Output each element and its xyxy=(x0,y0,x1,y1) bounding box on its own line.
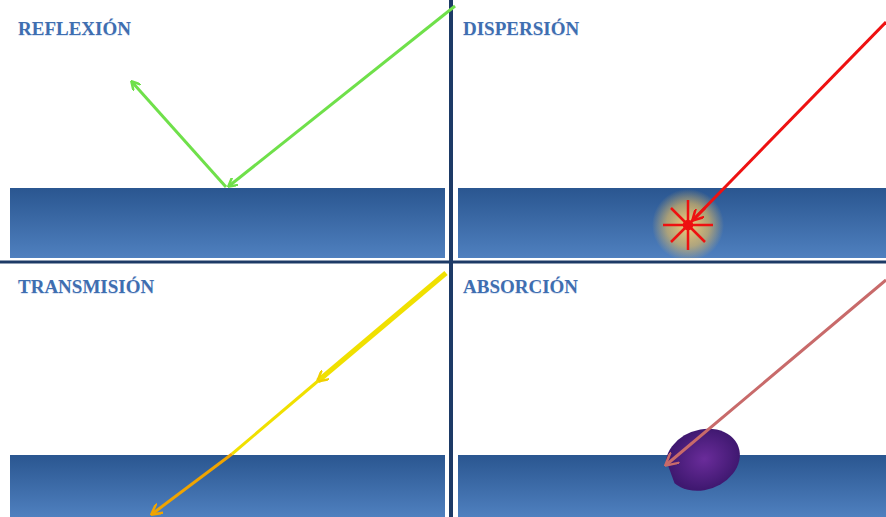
transmitted-ray xyxy=(152,454,232,514)
panel-heading: REFLEXIÓN xyxy=(18,18,131,40)
panel-heading: TRANSMISIÓN xyxy=(18,276,154,298)
incident-ray xyxy=(229,6,455,186)
incident-ray xyxy=(666,280,886,465)
panel-heading-holder: DISPERSIÓN xyxy=(463,18,579,40)
incident-ray xyxy=(232,381,318,454)
panel-heading: ABSORCIÓN xyxy=(463,276,578,298)
incident-ray xyxy=(693,22,886,220)
incident-ray xyxy=(318,273,446,381)
panel-heading-holder: ABSORCIÓN xyxy=(463,276,578,298)
surface-band xyxy=(10,188,445,258)
reflected-ray xyxy=(132,82,226,187)
panel-heading-holder: REFLEXIÓN xyxy=(18,18,131,40)
panel-heading: DISPERSIÓN xyxy=(463,18,579,40)
scatter-burst xyxy=(663,200,713,250)
divider-line xyxy=(449,0,453,517)
divider-line xyxy=(0,261,886,264)
surface-band xyxy=(10,455,445,517)
panel-heading-holder: TRANSMISIÓN xyxy=(18,276,154,298)
